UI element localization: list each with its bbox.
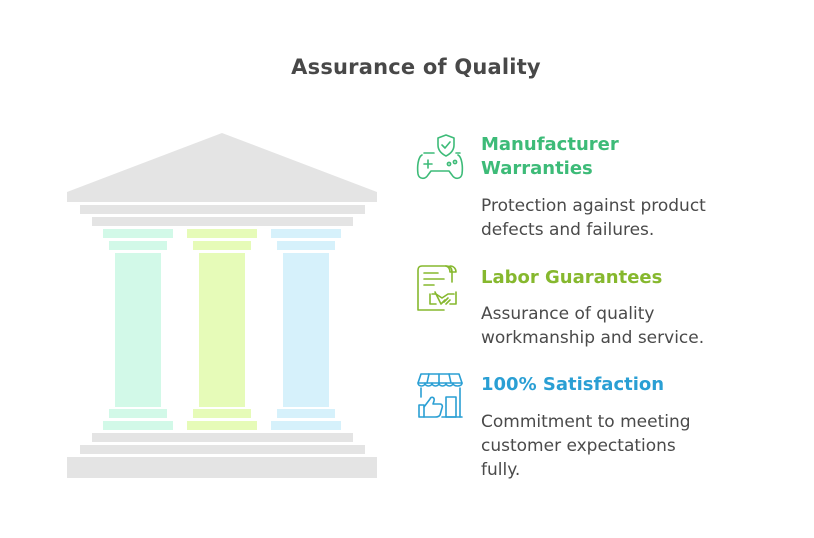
warranties-title-line1: Manufacturer [481,134,619,155]
labor-desc-line2: workmanship and service. [481,328,705,348]
warranties-desc-line2: defects and failures. [481,220,655,240]
warranties-title-line2: Warranties [481,158,593,179]
temple-entablature-lower [92,217,353,226]
temple-step-bottom [67,457,377,478]
store-thumbs-up-icon [417,373,463,418]
labor-title: Labor Guarantees [481,267,663,288]
diagram-title: Assurance of Quality [291,55,541,79]
pillar-middle [187,229,257,430]
temple-illustration [67,133,377,478]
temple-entablature-upper [80,205,365,214]
contract-handshake-icon [417,265,457,311]
satisfaction-desc-line1: Commitment to meeting [481,412,691,432]
shield-gamepad-icon [416,134,464,180]
pillar-right [271,229,341,430]
satisfaction-title: 100% Satisfaction [481,374,665,395]
pillar-left [103,229,173,430]
satisfaction-desc-line3: fully. [481,460,521,480]
temple-step-middle [80,445,365,454]
warranties-desc-line1: Protection against product [481,196,706,216]
temple-roof [67,133,377,202]
labor-desc-line1: Assurance of quality [481,304,655,324]
satisfaction-desc-line2: customer expectations [481,436,676,456]
temple-step-top [92,433,353,442]
